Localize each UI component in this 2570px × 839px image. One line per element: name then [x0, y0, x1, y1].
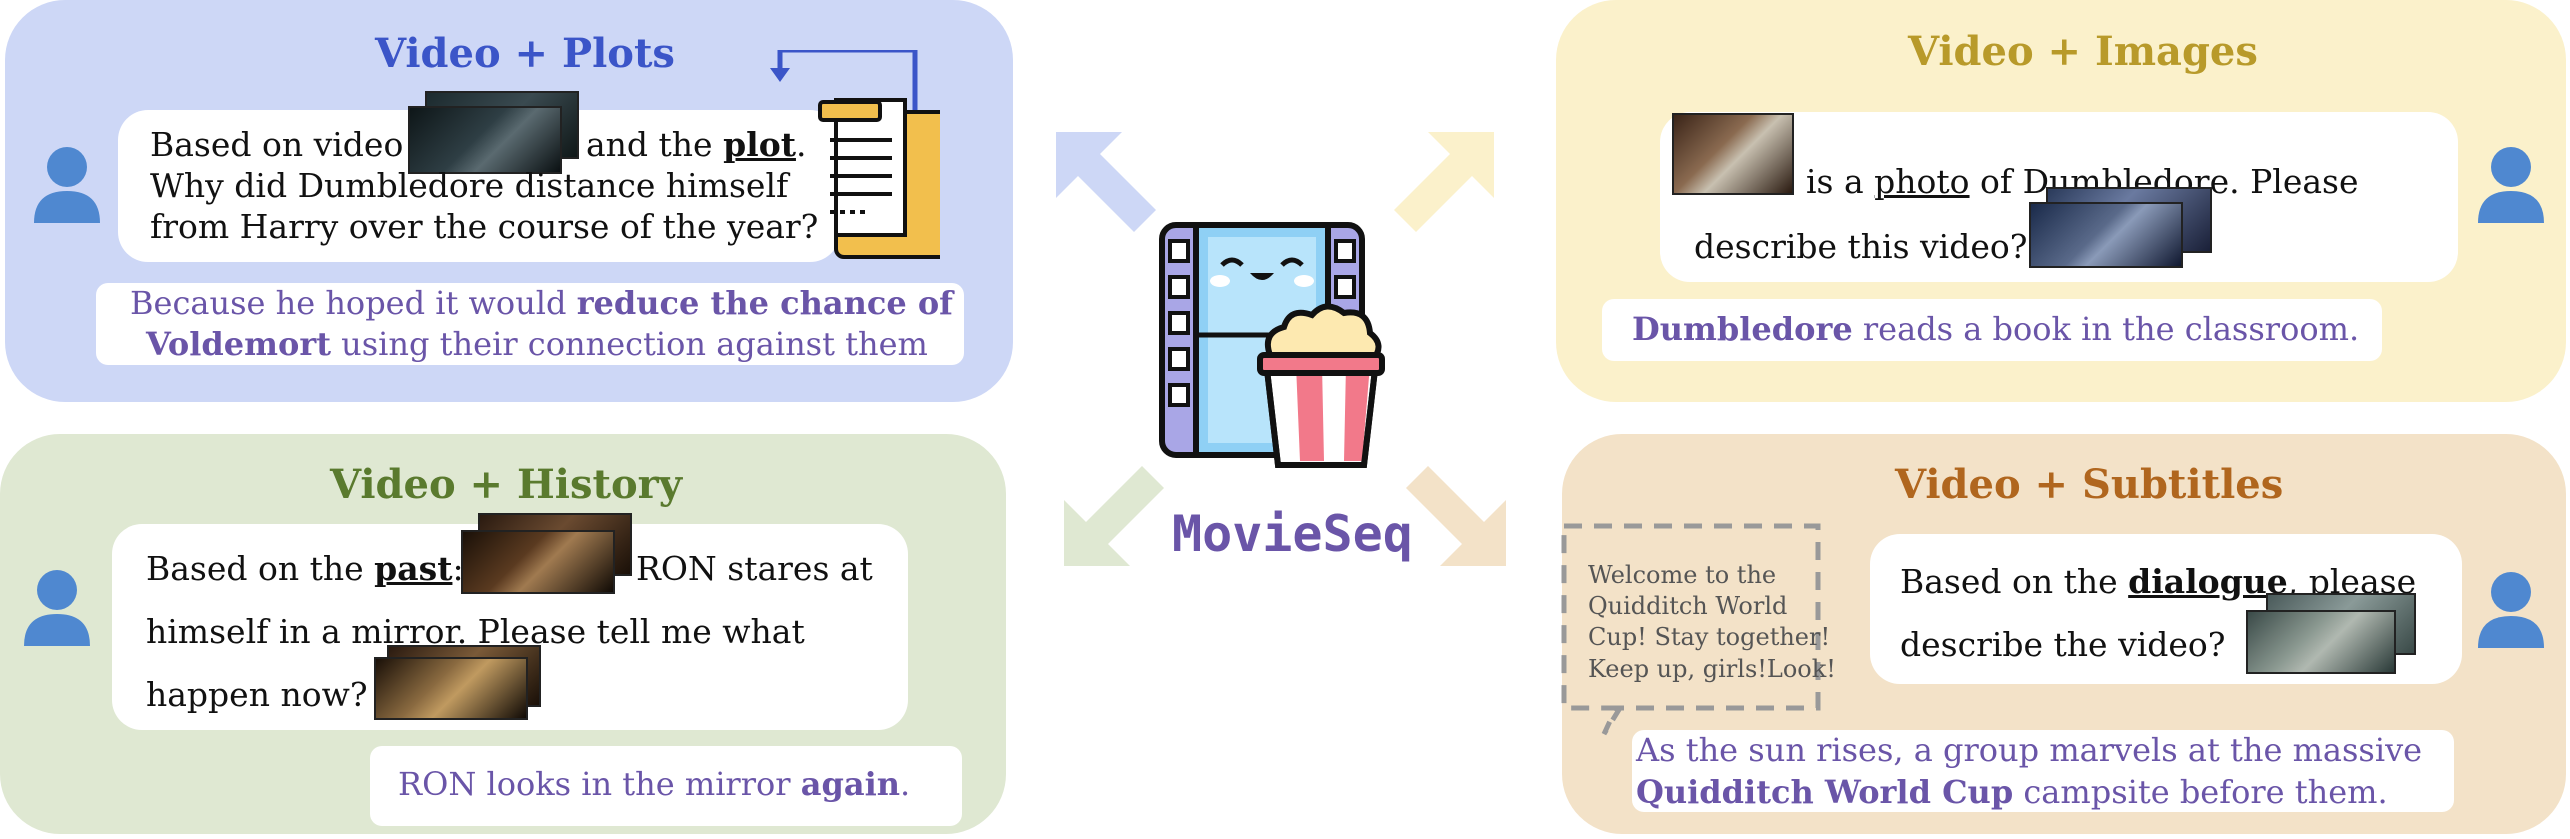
plots-q-line1-c: . [795, 125, 807, 164]
history-keyword: past [374, 549, 453, 588]
subtitle-line: Quidditch World [1588, 592, 1788, 621]
subtitles-keyword: dialogue [2128, 562, 2288, 601]
images-q-line2: describe this video? [1694, 227, 2028, 266]
history-title: Video + History [330, 461, 682, 508]
images-q-line1-a: is a [1806, 162, 1875, 201]
plots-a-line1: Because he hoped it would reduce the cha… [130, 287, 953, 319]
history-answer-a: RON looks in the mirror [398, 765, 801, 803]
plots-q-line1-b-text: and the [586, 125, 724, 164]
document-icon [770, 50, 940, 259]
images-keyword: photo [1874, 162, 1970, 201]
subtitles-title: Video + Subtitles [1895, 461, 2284, 508]
plots-title: Video + Plots [375, 30, 675, 77]
images-title: Video + Images [1908, 28, 2258, 75]
history-answer-bubble [370, 746, 962, 826]
arrow-icon [1064, 466, 1164, 566]
plots-a-line1-b: reduce the chance of [576, 284, 953, 322]
subtitles-q-line1-b: , please [2287, 562, 2417, 601]
history-answer: RON looks in the mirror again. [398, 768, 910, 800]
video-thumbnail [2246, 610, 2396, 674]
arrow-icon [1394, 132, 1494, 232]
subtitle-line: Keep up, girls!Look! [1588, 654, 1836, 683]
subtitle-line: Cup! Stay together! [1588, 623, 1831, 652]
plots-q-line3: from Harry over the course of the year? [150, 207, 819, 246]
user-icon [2478, 572, 2544, 648]
plots-a-line2: Voldemort using their connection against… [146, 328, 928, 360]
arrow-icon [1406, 466, 1506, 566]
subtitles-a-line2-b: campsite before them. [2013, 773, 2388, 811]
images-q-line1: is a photo of Dumbledore. Please [1806, 165, 2359, 198]
history-q-line2: himself in a mirror. Please tell me what [146, 612, 805, 651]
images-answer-b: reads a book in the classroom. [1852, 310, 2360, 348]
user-icon [34, 147, 100, 223]
movieseq-logo-icon [1159, 222, 1385, 468]
subtitles-q-line2: describe the video? [1900, 625, 2226, 664]
arrow-icon [1056, 132, 1156, 232]
plots-a-line2-a: Voldemort [146, 325, 331, 363]
subtitle-speech-box [1561, 523, 1821, 736]
history-q-line3: happen now? [146, 675, 368, 714]
history-q-line1-c: RON stares at [636, 549, 873, 588]
video-thumbnail [2029, 202, 2183, 268]
subtitles-a-line2: Quidditch World Cup campsite before them… [1636, 776, 2388, 808]
images-answer-bubble [1602, 299, 2382, 361]
history-answer-b: again [800, 765, 901, 803]
subtitles-q-line1: Based on the dialogue, please [1900, 565, 2416, 598]
subtitle-text: Welcome to the Quidditch World Cup! Stay… [1588, 560, 1836, 685]
video-thumbnail [408, 106, 562, 174]
video-thumbnail [374, 657, 528, 720]
subtitles-answer-bubble [1632, 730, 2454, 812]
movieseq-title: MovieSeq [1172, 505, 1413, 563]
plots-keyword: plot [723, 125, 796, 164]
video-thumbnail [461, 530, 615, 594]
history-q-line1-a: Based on the [146, 549, 375, 588]
subtitles-q-line1-a: Based on the [1900, 562, 2129, 601]
dumbledore-photo [1672, 113, 1794, 195]
plots-a-line2-b: using their connection against them [330, 325, 928, 363]
subtitles-a-line1: As the sun rises, a group marvels at the… [1636, 731, 2423, 769]
plots-q-line1-a: Based on video [150, 125, 404, 164]
user-icon [24, 570, 90, 646]
history-q-line1-b: : [452, 549, 464, 588]
images-answer: Dumbledore reads a book in the classroom… [1632, 313, 2359, 345]
images-answer-a: Dumbledore [1632, 310, 1853, 348]
plots-a-line1-a: Because he hoped it would [130, 284, 577, 322]
history-answer-c: . [900, 765, 911, 803]
user-icon [2478, 147, 2544, 223]
plots-q-line1-b: and the plot. [586, 128, 806, 161]
plots-q-line2: Why did Dumbledore distance himself [150, 166, 789, 205]
plots-answer-bubble [96, 283, 964, 365]
subtitle-line: Welcome to the [1588, 561, 1777, 589]
subtitles-a-line2-a: Quidditch World Cup [1636, 773, 2014, 811]
history-q-line1: Based on the past: [146, 552, 464, 585]
